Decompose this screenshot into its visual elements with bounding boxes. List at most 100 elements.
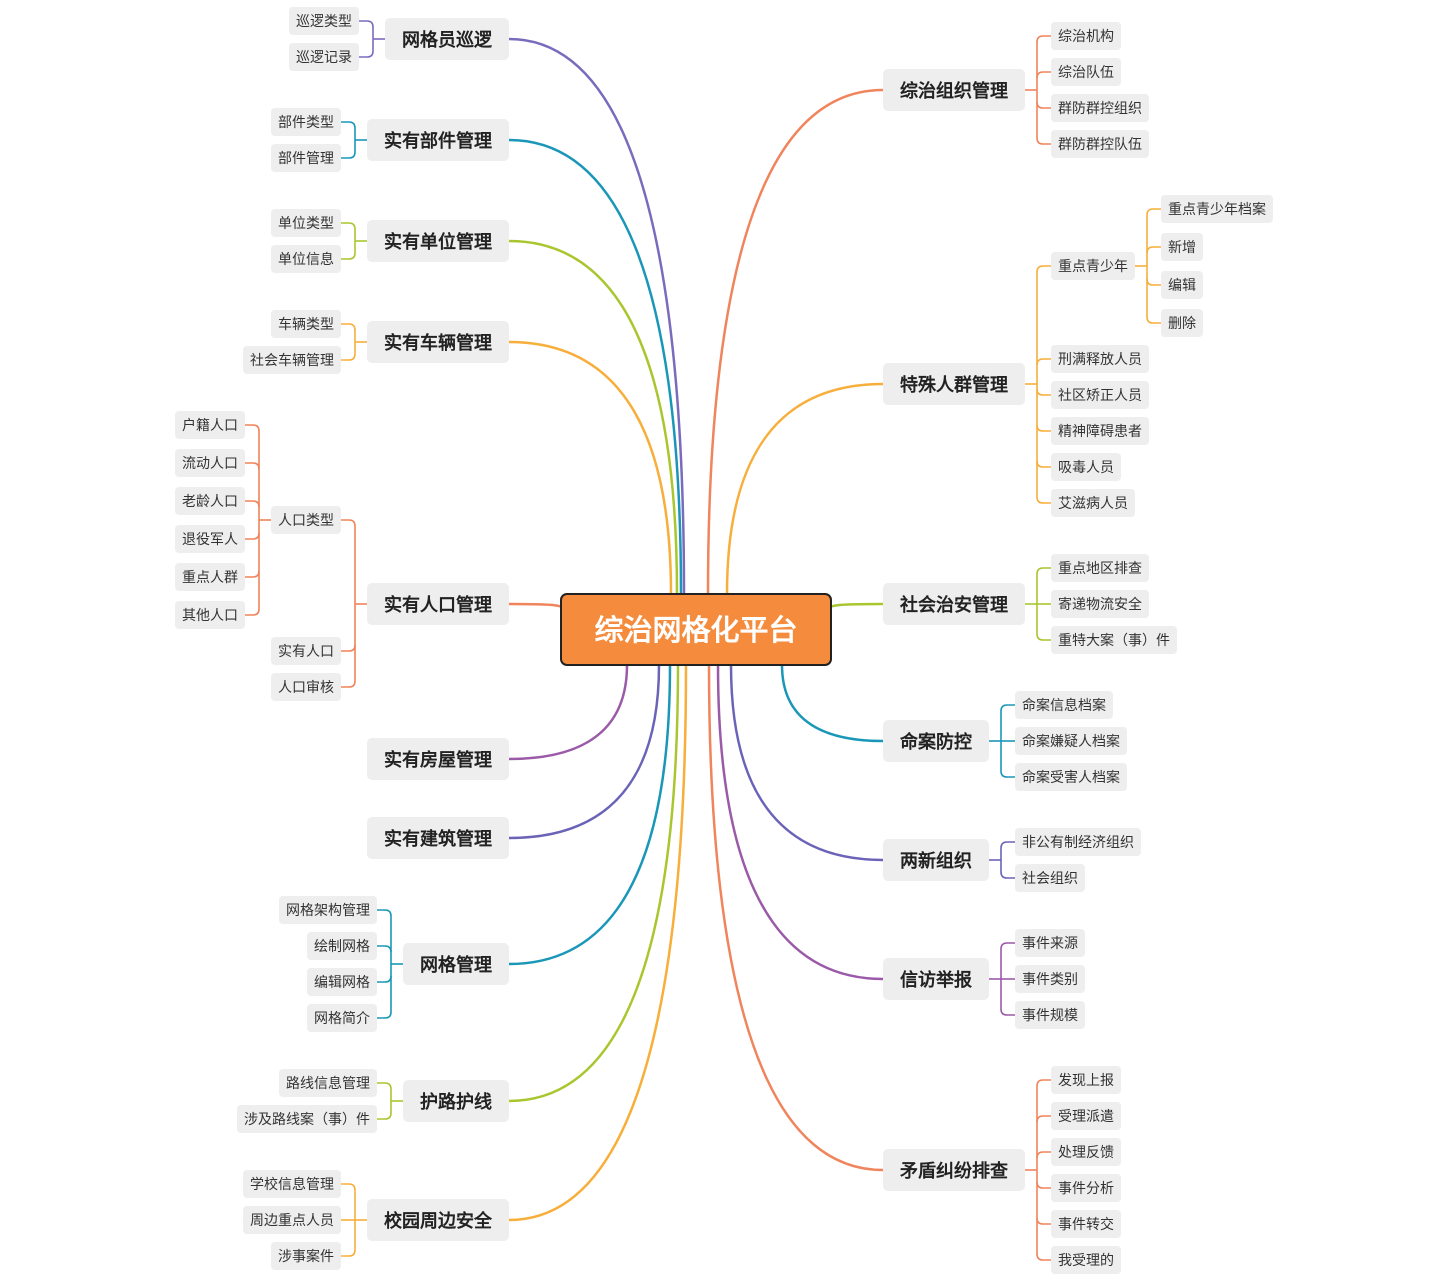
branch-node-syjz[interactable]: 实有建筑管理 [367, 817, 509, 859]
leaf-node[interactable]: 人口审核 [271, 673, 341, 701]
leaf-node[interactable]: 命案嫌疑人档案 [1015, 727, 1127, 755]
connector-xfjb [716, 663, 885, 981]
leaf-node[interactable]: 事件类别 [1015, 965, 1085, 993]
bracket-sydw-arm [341, 252, 356, 260]
leaf-node[interactable]: 事件规模 [1015, 1001, 1085, 1029]
branch-node-xyzb[interactable]: 校园周边安全 [367, 1199, 509, 1241]
leaf-node-label: 学校信息管理 [250, 1176, 334, 1193]
root-node[interactable]: 综治网格化平台 [560, 593, 832, 666]
leaf-node[interactable]: 事件转交 [1051, 1210, 1121, 1238]
branch-node-label: 实有建筑管理 [384, 828, 492, 850]
branch-node-label: 实有部件管理 [384, 130, 492, 152]
leaf-node[interactable]: 涉事案件 [271, 1242, 341, 1270]
leaf-node-box [1161, 195, 1273, 223]
leaf-node[interactable]: 社会组织 [1015, 864, 1085, 892]
leaf-node[interactable]: 事件分析 [1051, 1174, 1121, 1202]
leaf-node[interactable]: 部件管理 [271, 144, 341, 172]
leaf-node[interactable]: 编辑网格 [307, 968, 377, 996]
leaf-node[interactable]: 综治机构 [1051, 22, 1121, 50]
leaf-node-label: 重点青少年 [1058, 259, 1128, 275]
branch-node-hlhx[interactable]: 护路护线 [403, 1080, 509, 1122]
leaf-node[interactable]: 车辆类型 [271, 310, 341, 338]
leaf-node-label: 重点地区排查 [1058, 561, 1142, 577]
leaf-node-box [175, 487, 245, 515]
branch-node-wgyxl[interactable]: 网格员巡逻 [385, 18, 509, 60]
leaf-node[interactable]: 部件类型 [271, 108, 341, 136]
bracket-zzzz-arm [1036, 101, 1051, 109]
leaf-node-box [243, 1206, 341, 1234]
leaf-node[interactable]: 退役军人 [175, 525, 245, 553]
leaf-node[interactable]: 实有人口 [271, 637, 341, 665]
leaf-node[interactable]: 其他人口 [175, 601, 245, 629]
leaf-node[interactable]: 人口类型 [271, 506, 341, 534]
leaf-node[interactable]: 寄递物流安全 [1051, 590, 1149, 618]
branch-node-shza[interactable]: 社会治安管理 [883, 583, 1025, 625]
leaf-node[interactable]: 网格架构管理 [279, 896, 377, 924]
leaf-node[interactable]: 涉及路线案（事）件 [237, 1105, 377, 1133]
leaf-node-box [1051, 417, 1149, 445]
branch-node-wggl[interactable]: 网格管理 [403, 943, 509, 985]
leaf-node-label: 周边重点人员 [250, 1213, 334, 1229]
leaf-node[interactable]: 学校信息管理 [243, 1170, 341, 1198]
leaf-node[interactable]: 受理派遣 [1051, 1102, 1121, 1130]
bracket-xfjb-arm [1000, 942, 1015, 950]
branch-node-tsrq[interactable]: 特殊人群管理 [883, 363, 1025, 405]
leaf-node[interactable]: 重点青少年档案 [1161, 195, 1273, 223]
leaf-node[interactable]: 重点青少年 [1051, 252, 1135, 280]
branch-node-mdjf[interactable]: 矛盾纠纷排查 [883, 1149, 1025, 1191]
leaf-node[interactable]: 户籍人口 [175, 411, 245, 439]
leaf-node[interactable]: 重特大案（事）件 [1051, 626, 1177, 654]
leaf-node[interactable]: 流动人口 [175, 449, 245, 477]
leaf-node-box [1051, 489, 1135, 517]
leaf-node[interactable]: 单位类型 [271, 209, 341, 237]
leaf-node[interactable]: 老龄人口 [175, 487, 245, 515]
connector-zzzz [706, 88, 885, 596]
leaf-node[interactable]: 艾滋病人员 [1051, 489, 1135, 517]
leaf-node[interactable]: 巡逻记录 [289, 43, 359, 71]
leaf-node[interactable]: 社区矫正人员 [1051, 381, 1149, 409]
leaf-node[interactable]: 吸毒人员 [1051, 453, 1121, 481]
leaf-node[interactable]: 我受理的 [1051, 1246, 1121, 1274]
branch-node-sycl[interactable]: 实有车辆管理 [367, 321, 509, 363]
branch-node-xfjb[interactable]: 信访举报 [883, 958, 989, 1000]
leaf-node[interactable]: 网格简介 [307, 1004, 377, 1032]
bracket-mdjf-arm [1036, 1079, 1051, 1087]
leaf-node[interactable]: 处理反馈 [1051, 1138, 1121, 1166]
branch-node-mafk[interactable]: 命案防控 [883, 720, 989, 762]
leaf-node[interactable]: 重点人群 [175, 563, 245, 591]
leaf-node[interactable]: 综治队伍 [1051, 58, 1121, 86]
leaf-node[interactable]: 删除 [1161, 309, 1203, 337]
branch-node-sydw[interactable]: 实有单位管理 [367, 220, 509, 262]
leaf-node[interactable]: 路线信息管理 [279, 1069, 377, 1097]
leaf-node[interactable]: 命案受害人档案 [1015, 763, 1127, 791]
leaf-node-box [1051, 1210, 1121, 1238]
leaf-node[interactable]: 发现上报 [1051, 1066, 1121, 1094]
leaf-node-box [271, 310, 341, 338]
branch-node-box [367, 1199, 509, 1241]
sub-bracket-syrk-arm [245, 500, 260, 508]
branch-node-lxzz[interactable]: 两新组织 [883, 839, 989, 881]
leaf-node[interactable]: 社会车辆管理 [243, 346, 341, 374]
leaf-node[interactable]: 编辑 [1161, 271, 1203, 299]
leaf-node[interactable]: 非公有制经济组织 [1015, 828, 1141, 856]
leaf-node[interactable]: 巡逻类型 [289, 7, 359, 35]
leaf-node[interactable]: 重点地区排查 [1051, 554, 1149, 582]
branch-node-box [883, 363, 1025, 405]
leaf-node[interactable]: 单位信息 [271, 245, 341, 273]
branch-node-zzzz[interactable]: 综治组织管理 [883, 69, 1025, 111]
leaf-node[interactable]: 新增 [1161, 233, 1203, 261]
leaf-node[interactable]: 群防群控组织 [1051, 94, 1149, 122]
branch-node-box [367, 321, 509, 363]
branch-node-sybj[interactable]: 实有部件管理 [367, 119, 509, 161]
branch-node-box [883, 958, 989, 1000]
bracket-sycl-arm [341, 323, 356, 331]
leaf-node[interactable]: 群防群控队伍 [1051, 130, 1149, 158]
leaf-node[interactable]: 绘制网格 [307, 932, 377, 960]
leaf-node[interactable]: 命案信息档案 [1015, 691, 1113, 719]
branch-node-syrk[interactable]: 实有人口管理 [367, 583, 509, 625]
leaf-node[interactable]: 事件来源 [1015, 929, 1085, 957]
branch-node-syfw[interactable]: 实有房屋管理 [367, 738, 509, 780]
leaf-node[interactable]: 周边重点人员 [243, 1206, 341, 1234]
leaf-node[interactable]: 刑满释放人员 [1051, 345, 1149, 373]
leaf-node[interactable]: 精神障碍患者 [1051, 417, 1149, 445]
